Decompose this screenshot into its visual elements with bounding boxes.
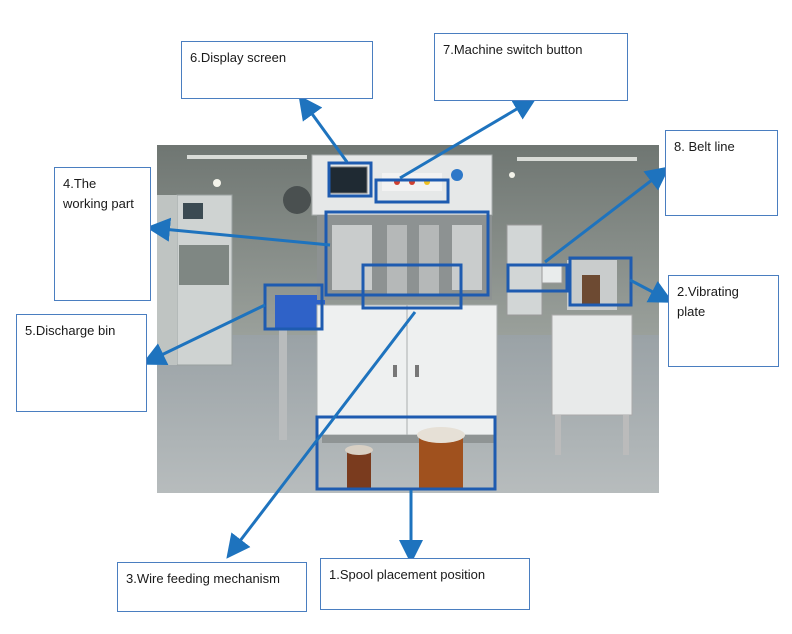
label-spool-placement: 1.Spool placement position [320,558,530,610]
machine-photo [157,145,659,493]
label-working-part-text: 4.The working part [63,176,134,211]
label-discharge-bin: 5.Discharge bin [16,314,147,412]
label-display-screen-text: 6.Display screen [190,50,287,65]
label-working-part: 4.The working part [54,167,151,301]
label-wire-feeding-text: 3.Wire feeding mechanism [126,571,280,586]
label-display-screen: 6.Display screen [181,41,373,99]
label-discharge-bin-text: 5.Discharge bin [25,323,116,338]
label-machine-switch: 7.Machine switch button [434,33,628,101]
label-belt-line: 8. Belt line [665,130,778,216]
label-machine-switch-text: 7.Machine switch button [443,42,583,57]
label-belt-line-text: 8. Belt line [674,139,735,154]
label-spool-placement-text: 1.Spool placement position [329,567,486,582]
label-wire-feeding: 3.Wire feeding mechanism [117,562,307,612]
label-vibrating-plate: 2.Vibrating plate [668,275,779,367]
label-vibrating-plate-text: 2.Vibrating plate [677,284,739,319]
